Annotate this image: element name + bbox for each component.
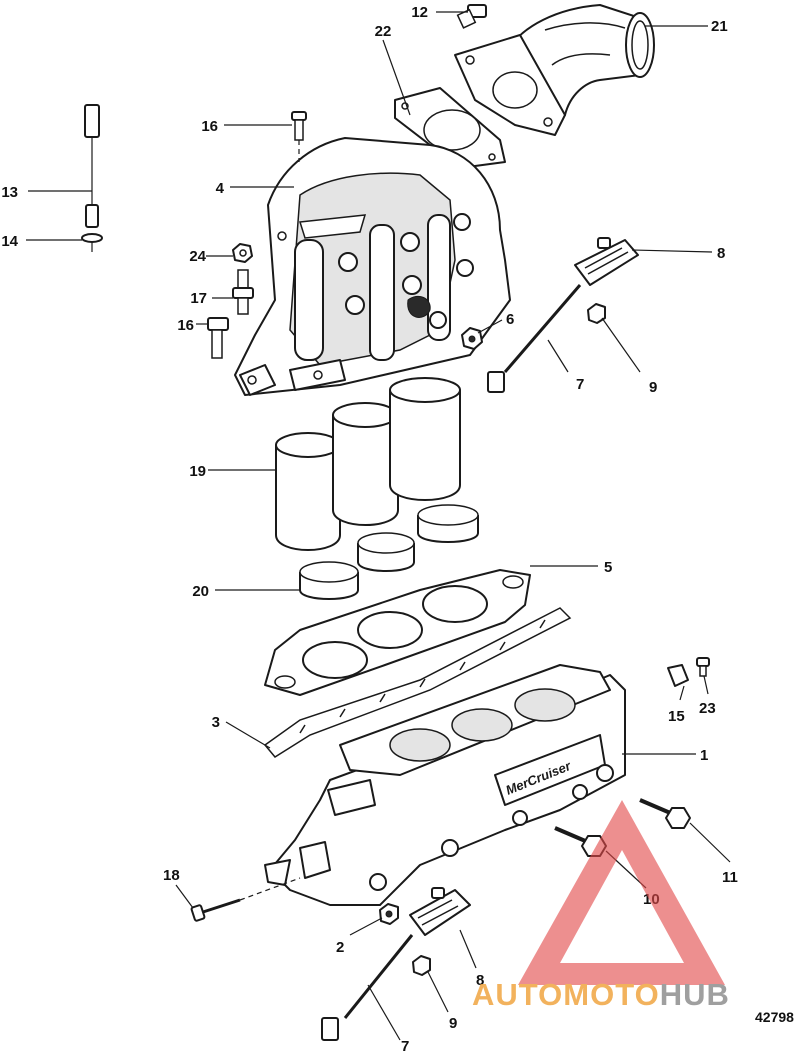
callout-24: 24 bbox=[189, 248, 206, 265]
callout-13: 13 bbox=[1, 184, 18, 201]
part-24-nut bbox=[232, 243, 253, 263]
part-6-nut bbox=[461, 327, 483, 350]
part-7-sensor-wire-upper bbox=[487, 284, 582, 393]
callout-5: 5 bbox=[604, 559, 612, 576]
part-16-bolt-upper bbox=[291, 111, 307, 162]
part-2-nut bbox=[379, 903, 399, 925]
watermark-text: AUTOMOTOHUB bbox=[472, 977, 730, 1012]
part-20-rings bbox=[299, 504, 479, 600]
part-8-bracket-upper bbox=[574, 237, 639, 286]
part-1-intake-manifold: MerCruiser bbox=[264, 664, 626, 906]
part-4-exhaust-manifold bbox=[234, 137, 511, 396]
part-23-screw bbox=[696, 657, 710, 677]
part-15-clip bbox=[667, 664, 689, 687]
callout-3: 3 bbox=[212, 714, 220, 731]
callout-7-lower: 7 bbox=[401, 1038, 409, 1055]
callout-9-upper: 9 bbox=[649, 379, 657, 396]
callout-22: 22 bbox=[375, 23, 392, 40]
callout-16-lower: 16 bbox=[177, 317, 194, 334]
callout-2: 2 bbox=[336, 939, 344, 956]
callout-9-lower: 9 bbox=[449, 1015, 457, 1032]
part-8-bracket-lower bbox=[409, 887, 471, 936]
callout-21: 21 bbox=[711, 18, 728, 35]
callout-17: 17 bbox=[190, 290, 207, 307]
part-22-elbow-gasket bbox=[394, 87, 506, 169]
part-16-bolt-lower bbox=[207, 317, 229, 359]
watermark-auto: AUTO bbox=[472, 977, 563, 1012]
drawing-number: 42798 bbox=[755, 1009, 794, 1025]
callout-11: 11 bbox=[722, 869, 738, 886]
callout-8-upper: 8 bbox=[717, 245, 725, 262]
watermark-triangle bbox=[518, 800, 725, 985]
callout-14: 14 bbox=[1, 233, 18, 250]
part-21-exhaust-elbow bbox=[454, 4, 655, 136]
callout-4: 4 bbox=[216, 180, 225, 197]
callout-labels: 12 21 22 16 13 4 14 24 8 17 6 16 7 9 19 … bbox=[1, 4, 738, 1055]
callout-1: 1 bbox=[700, 747, 708, 764]
part-18-bolt bbox=[190, 877, 301, 922]
part-14-washer bbox=[81, 233, 103, 252]
part-7-sensor-wire-lower bbox=[321, 934, 414, 1041]
callout-23: 23 bbox=[699, 700, 716, 717]
watermark-hub: HUB bbox=[660, 977, 730, 1012]
part-17-stud bbox=[232, 269, 254, 315]
callout-7-upper: 7 bbox=[576, 376, 584, 393]
callout-15: 15 bbox=[668, 708, 685, 725]
callout-6: 6 bbox=[506, 311, 514, 328]
callout-20: 20 bbox=[192, 583, 209, 600]
callout-16-upper: 16 bbox=[201, 118, 218, 135]
callout-19: 19 bbox=[189, 463, 206, 480]
callout-8-lower: 8 bbox=[476, 972, 484, 989]
watermark-logo: AUTOMOTOHUB bbox=[472, 800, 730, 1012]
part-11-bolt bbox=[639, 798, 691, 829]
part-13-sensor bbox=[84, 104, 100, 228]
callout-12: 12 bbox=[411, 4, 428, 21]
part-9-fastener-upper bbox=[587, 303, 606, 324]
part-12-bolt bbox=[456, 4, 487, 29]
part-19-cylinder-sleeves bbox=[275, 377, 461, 551]
leader-lines bbox=[26, 11, 731, 1041]
part-3-manifold-gasket bbox=[263, 607, 572, 758]
part-5-gasket bbox=[264, 569, 531, 696]
callout-18: 18 bbox=[163, 867, 180, 884]
part-9-fastener-lower bbox=[412, 955, 431, 976]
watermark-moto: MOTO bbox=[563, 977, 659, 1012]
